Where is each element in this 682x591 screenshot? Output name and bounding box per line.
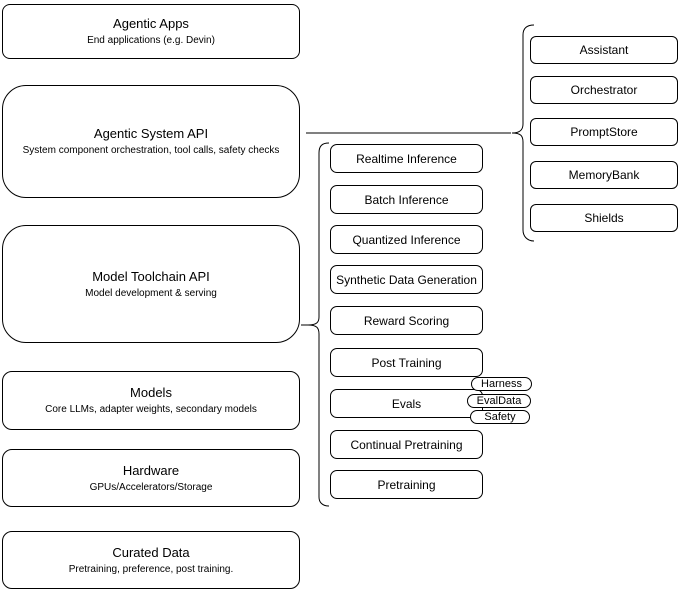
curated-data-node: Curated Data Pretraining, preference, po… (2, 531, 300, 589)
node-subtitle: System component orchestration, tool cal… (22, 145, 280, 156)
node-reward-scoring: Reward Scoring (330, 306, 483, 335)
node-promptstore: PromptStore (530, 118, 678, 146)
node-title: Curated Data (112, 544, 190, 560)
node-subtitle: Core LLMs, adapter weights, secondary mo… (45, 404, 257, 415)
evals-tag-harness: Harness (471, 377, 532, 391)
node-title: Model Toolchain API (92, 268, 210, 284)
node-title: Agentic Apps (113, 16, 189, 31)
node-batch-inference: Batch Inference (330, 185, 483, 214)
node-assistant: Assistant (530, 36, 678, 64)
node-synthetic-data-generation: Synthetic Data Generation (330, 265, 483, 294)
node-post-training: Post Training (330, 348, 483, 377)
model-toolchain-api-node: Model Toolchain API Model development & … (2, 225, 300, 343)
hardware-node: Hardware GPUs/Accelerators/Storage (2, 449, 300, 507)
node-memorybank: MemoryBank (530, 161, 678, 189)
evals-tag-evaldata: EvalData (467, 394, 531, 408)
toolchain-group-bracket-icon (307, 142, 330, 507)
node-quantized-inference: Quantized Inference (330, 225, 483, 254)
agentic-apps-node: Agentic Apps End applications (e.g. Devi… (2, 4, 300, 59)
node-subtitle: GPUs/Accelerators/Storage (89, 481, 213, 493)
node-evals: Evals (330, 389, 483, 418)
node-title: Models (130, 385, 172, 400)
agentic-system-api-node: Agentic System API System component orch… (2, 85, 300, 198)
node-shields: Shields (530, 204, 678, 232)
node-subtitle: Model development & serving (85, 287, 217, 299)
node-title: Agentic System API (93, 126, 209, 141)
node-pretraining: Pretraining (330, 470, 483, 499)
node-continual-pretraining: Continual Pretraining (330, 430, 483, 459)
system-group-bracket-icon (511, 24, 535, 242)
evals-tag-safety: Safety (470, 410, 530, 424)
node-orchestrator: Orchestrator (530, 76, 678, 104)
models-node: Models Core LLMs, adapter weights, secon… (2, 371, 300, 430)
node-realtime-inference: Realtime Inference (330, 144, 483, 173)
node-subtitle: Pretraining, preference, post training. (68, 563, 234, 575)
node-title: Hardware (122, 462, 180, 478)
node-subtitle: End applications (e.g. Devin) (87, 35, 215, 46)
